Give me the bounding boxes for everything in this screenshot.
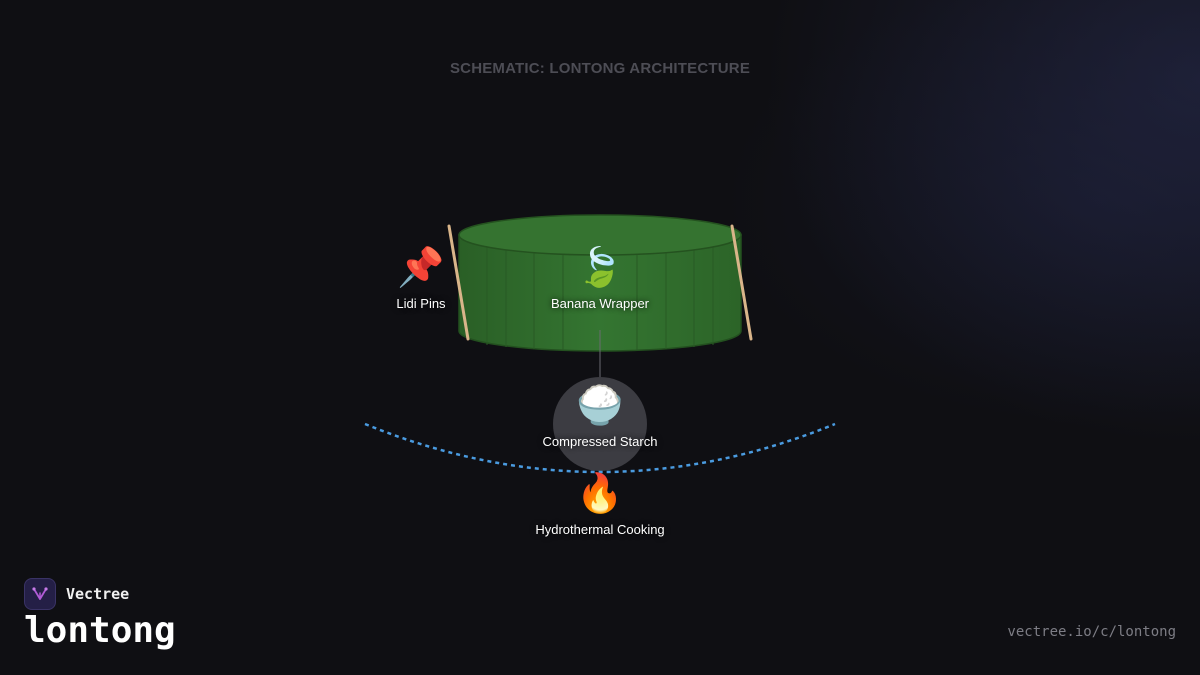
node-label: Compressed Starch — [542, 434, 658, 449]
heat-curve — [364, 422, 836, 474]
page-word: lontong — [24, 610, 176, 651]
node-banana-wrapper: 🍃 Banana Wrapper — [500, 246, 700, 311]
right-lidi-pin — [730, 224, 753, 341]
node-compressed-starch: 🍚 Compressed Starch — [500, 384, 700, 449]
node-label: Lidi Pins — [396, 296, 446, 311]
pushpin-icon: 📌 — [397, 247, 445, 289]
node-label: Hydrothermal Cooking — [535, 522, 665, 537]
banana-leaf-cylinder — [458, 214, 742, 352]
leaf-icon: 🍃 — [576, 247, 624, 289]
vectree-logo-icon — [24, 578, 56, 610]
brand: Vectree — [24, 577, 129, 611]
rice-bowl-icon: 🍚 — [576, 385, 624, 427]
node-hydrothermal-cooking: 🔥 Hydrothermal Cooking — [500, 472, 700, 537]
fire-icon: 🔥 — [576, 473, 624, 515]
page-url[interactable]: vectree.io/c/lontong — [1007, 624, 1176, 640]
brand-name: Vectree — [66, 585, 130, 603]
node-label: Banana Wrapper — [550, 296, 650, 311]
diagram-title: SCHEMATIC: LONTONG ARCHITECTURE — [449, 60, 751, 77]
node-lidi-pins: 📌 Lidi Pins — [321, 246, 521, 311]
starch-circle — [553, 377, 647, 471]
left-lidi-pin — [447, 224, 470, 341]
